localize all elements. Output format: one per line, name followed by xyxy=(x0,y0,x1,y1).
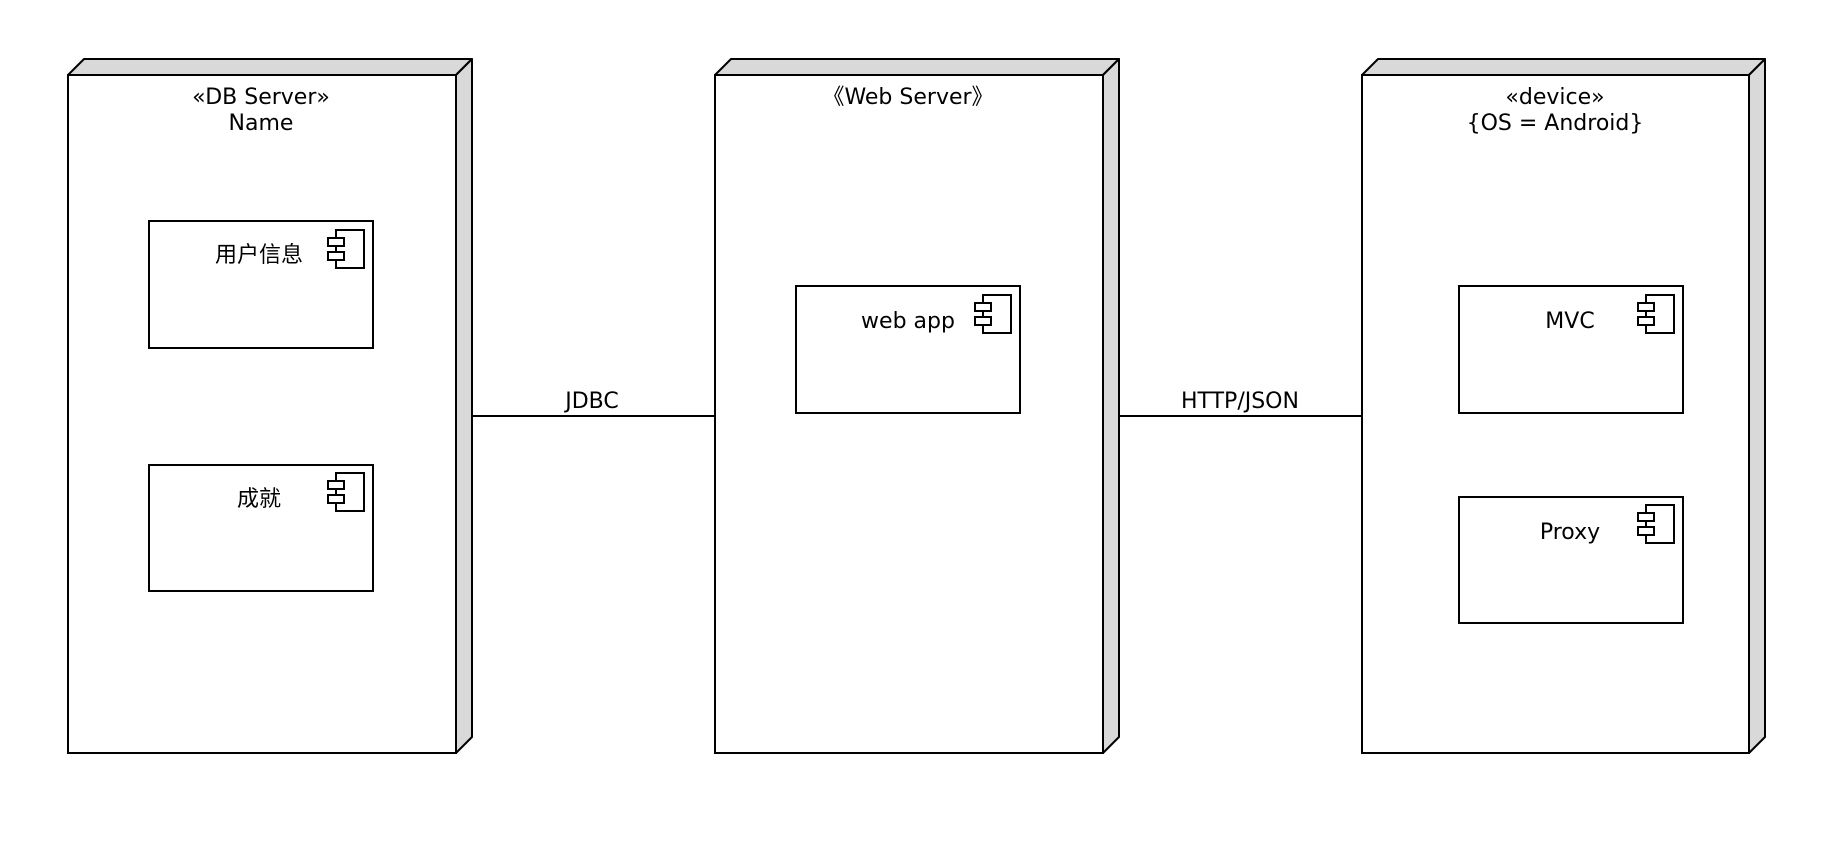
component-web-app-label: web app xyxy=(861,309,955,334)
component-icon xyxy=(1637,294,1675,334)
component-icon xyxy=(327,229,365,269)
node-db-server[interactable] xyxy=(67,58,473,754)
node-db-name: Name xyxy=(229,111,294,136)
node-web-stereotype: 《Web Server》 xyxy=(822,85,993,110)
connector-jdbc-label: JDBC xyxy=(563,389,619,414)
node-device-constraint: {OS = Android} xyxy=(1467,111,1644,136)
node-device-stereotype: «device» xyxy=(1505,85,1604,110)
component-achievement-label: 成就 xyxy=(237,487,281,512)
connector-http-json-label: HTTP/JSON xyxy=(1181,389,1299,414)
component-icon xyxy=(974,294,1012,334)
component-proxy-label: Proxy xyxy=(1540,520,1600,545)
component-user-info-label: 用户信息 xyxy=(215,243,303,268)
component-mvc-label: MVC xyxy=(1545,309,1594,334)
component-icon xyxy=(1637,504,1675,544)
node-db-stereotype: «DB Server» xyxy=(192,85,330,110)
component-icon xyxy=(327,472,365,512)
